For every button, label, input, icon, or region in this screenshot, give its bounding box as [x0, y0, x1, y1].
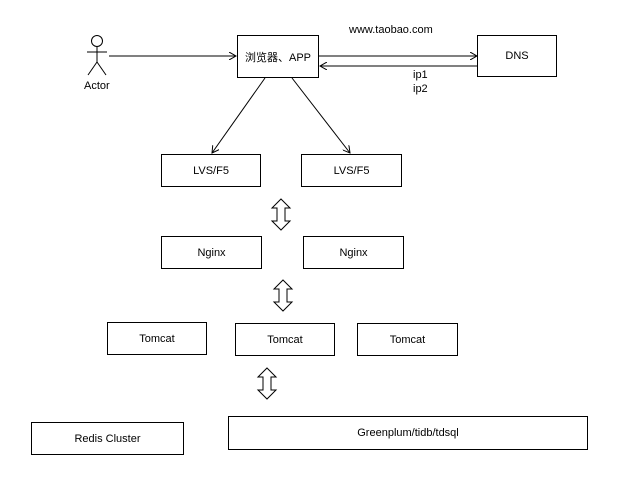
- dns-node: DNS: [477, 35, 557, 77]
- url-label: www.taobao.com: [349, 24, 433, 36]
- redis-cluster-node: Redis Cluster: [31, 422, 184, 455]
- ip2-label: ip2: [413, 83, 428, 95]
- tomcat-left-node: Tomcat: [107, 322, 207, 355]
- lvs-right-node: LVS/F5: [301, 154, 402, 187]
- nginx-left-node: Nginx: [161, 236, 262, 269]
- edge-browser-lvs-right: [291, 77, 350, 153]
- browser-app-node: 浏览器、APP: [237, 35, 319, 78]
- database-node: Greenplum/tidb/tdsql: [228, 416, 588, 450]
- edge-browser-lvs-left: [212, 77, 266, 153]
- tomcat-right-node: Tomcat: [357, 323, 458, 356]
- nginx-right-node: Nginx: [303, 236, 404, 269]
- bidirectional-arrow-tomcat-storage-icon: [256, 367, 278, 400]
- bidirectional-arrow-nginx-tomcat-icon: [272, 279, 294, 312]
- lvs-left-node: LVS/F5: [161, 154, 261, 187]
- bidirectional-arrow-lvs-nginx-icon: [270, 198, 292, 231]
- tomcat-middle-node: Tomcat: [235, 323, 335, 356]
- ip1-label: ip1: [413, 69, 428, 81]
- actor-figure-icon: [87, 35, 107, 76]
- actor-label: Actor: [84, 80, 110, 92]
